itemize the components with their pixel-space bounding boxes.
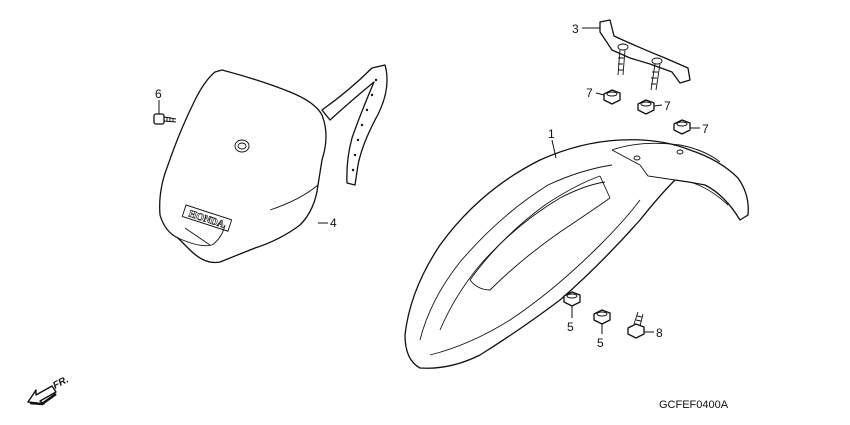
front-label: FR.: [51, 374, 70, 391]
figure-code: GCFEF0400A: [659, 399, 729, 411]
callout-8: 8: [656, 326, 663, 340]
callout-7b: 7: [664, 99, 671, 113]
callout-5a: 5: [567, 320, 574, 334]
nut-7a: [603, 89, 621, 105]
nut-5a: [563, 291, 581, 307]
callout-4: 4: [330, 216, 337, 230]
number-plate-strap: [321, 64, 388, 186]
front-arrow-icon: [27, 385, 57, 406]
fender-bracket: [599, 19, 691, 91]
nut-7c: [673, 119, 691, 135]
nut-5b: [593, 309, 611, 325]
front-fender: [404, 139, 749, 369]
bolt-8: [627, 311, 645, 339]
nut-7b: [637, 99, 655, 115]
callout-5b: 5: [597, 336, 604, 350]
callout-7c: 7: [702, 122, 709, 136]
callout-6: 6: [155, 87, 162, 101]
bolt-6: [153, 100, 177, 125]
number-plate: HONDA: [159, 69, 327, 264]
callout-1: 1: [548, 127, 555, 141]
callout-7a: 7: [586, 86, 593, 100]
callout-3: 3: [572, 22, 579, 36]
